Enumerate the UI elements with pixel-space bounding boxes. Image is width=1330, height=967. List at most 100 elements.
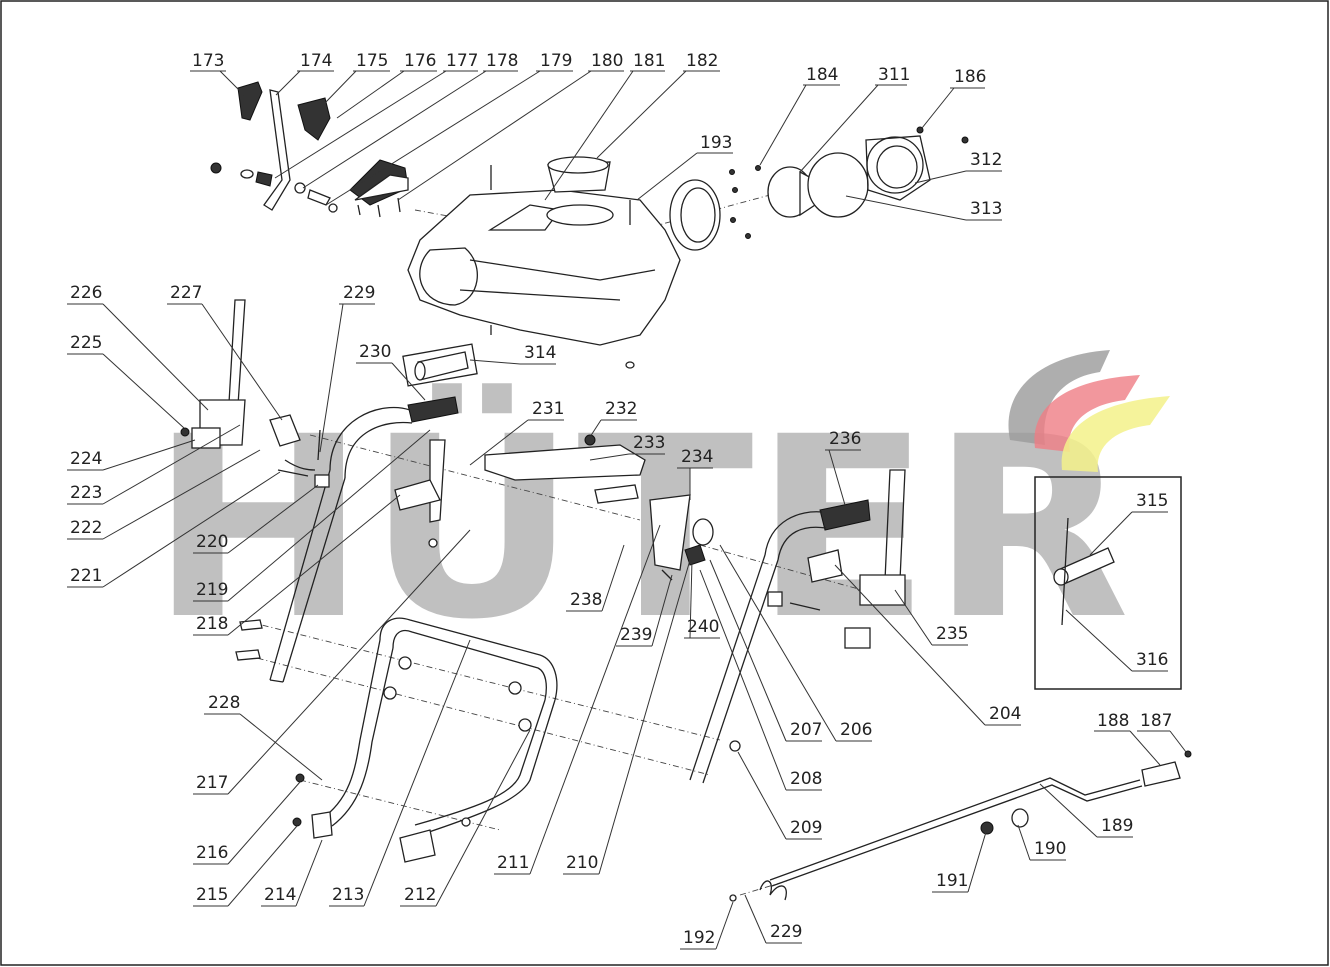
part-number-218: 218 (196, 614, 228, 634)
part-number-179: 179 (540, 51, 572, 71)
part-number-176: 176 (404, 51, 436, 71)
part-number-236: 236 (829, 429, 861, 449)
callout-233: 233 (589, 433, 665, 461)
part-number-312: 312 (970, 150, 1002, 170)
part-number-221: 221 (70, 566, 102, 586)
callout-180: 180 (397, 51, 624, 201)
callout-187: 187 (1137, 711, 1187, 753)
callout-235: 235 (894, 589, 968, 646)
part-number-193: 193 (700, 133, 732, 153)
detail-inset-frame (1034, 476, 1182, 690)
callout-188: 188 (1094, 711, 1161, 766)
part-number-235: 235 (936, 624, 968, 644)
part-number-180: 180 (591, 51, 623, 71)
callout-211: 211 (494, 524, 661, 875)
part-number-190: 190 (1034, 839, 1066, 859)
callout-312: 312 (914, 150, 1002, 184)
part-number-311: 311 (878, 65, 910, 85)
part-number-204: 204 (989, 704, 1021, 724)
callout-218: 218 (193, 494, 401, 636)
part-number-188: 188 (1097, 711, 1129, 731)
callout-181: 181 (544, 51, 665, 201)
callout-313: 313 (845, 195, 1002, 221)
dashboard-crossbar (484, 434, 714, 581)
part-number-209: 209 (790, 818, 822, 838)
part-number-207: 207 (790, 720, 822, 740)
callout-236: 236 (825, 429, 861, 506)
part-number-186: 186 (954, 67, 986, 87)
callout-217: 217 (193, 529, 471, 795)
callout-222: 222 (67, 449, 261, 540)
callout-315: 315 (1089, 491, 1168, 556)
callout-174: 174 (275, 51, 334, 96)
callout-231: 231 (469, 399, 564, 466)
part-number-174: 174 (300, 51, 332, 71)
part-number-238: 238 (570, 590, 602, 610)
part-number-229-bottom: 229 (770, 922, 802, 942)
inset-shear-pin-parts (1053, 517, 1115, 626)
callout-314: 314 (469, 343, 556, 365)
part-number-315: 315 (1136, 491, 1168, 511)
crank-rod-assembly (729, 750, 1192, 902)
callout-178: 178 (302, 51, 518, 189)
callout-190: 190 (1017, 824, 1066, 861)
part-number-225: 225 (70, 333, 102, 353)
part-number-314: 314 (524, 343, 556, 363)
part-number-191: 191 (936, 871, 968, 891)
callout-223: 223 (67, 424, 241, 505)
callout-238: 238 (566, 544, 625, 612)
part-number-234: 234 (681, 447, 713, 467)
callout-224: 224 (67, 439, 196, 471)
callout-221: 221 (67, 471, 281, 588)
part-number-215: 215 (196, 885, 228, 905)
part-number-178: 178 (486, 51, 518, 71)
part-number-229-top: 229 (343, 283, 375, 303)
light-assembly (669, 126, 969, 251)
part-number-227: 227 (170, 283, 202, 303)
callout-219: 219 (193, 429, 431, 602)
callout-226: 226 (67, 283, 209, 411)
callout-311: 311 (799, 65, 910, 173)
callout-206: 206 (719, 544, 872, 742)
callout-176: 176 (336, 51, 437, 119)
part-number-212: 212 (404, 885, 436, 905)
callout-175: 175 (323, 51, 390, 105)
callout-229-bottom: 229 (744, 894, 802, 944)
callout-179: 179 (325, 51, 573, 206)
callout-229-top: 229 (319, 283, 375, 453)
left-upper-handle (180, 299, 459, 683)
callout-239: 239 (616, 574, 673, 647)
part-number-173: 173 (192, 51, 224, 71)
callout-213: 213 (329, 639, 471, 907)
lower-handle-frame (235, 617, 741, 863)
callout-193: 193 (636, 133, 733, 201)
part-number-210: 210 (566, 853, 598, 873)
callout-230: 230 (356, 342, 426, 401)
callout-208: 208 (699, 569, 822, 791)
part-number-226: 226 (70, 283, 102, 303)
callout-186: 186 (921, 67, 986, 129)
callout-214: 214 (261, 839, 323, 907)
callout-225: 225 (67, 333, 185, 429)
callout-191: 191 (932, 831, 987, 893)
housing-body (407, 156, 681, 369)
part-number-189: 189 (1101, 816, 1133, 836)
part-number-175: 175 (356, 51, 388, 71)
callout-216: 216 (193, 781, 301, 865)
part-number-232: 232 (605, 399, 637, 419)
part-number-222: 222 (70, 518, 102, 538)
part-number-219: 219 (196, 580, 228, 600)
right-upper-handle (689, 469, 906, 784)
callout-182: 182 (596, 51, 720, 159)
part-number-216: 216 (196, 843, 228, 863)
callout-212: 212 (400, 729, 531, 907)
callout-215: 215 (193, 825, 298, 907)
callout-184: 184 (759, 65, 840, 166)
part-number-230: 230 (359, 342, 391, 362)
callout-227: 227 (167, 283, 283, 421)
part-number-181: 181 (633, 51, 665, 71)
part-number-187: 187 (1140, 711, 1172, 731)
part-number-208: 208 (790, 769, 822, 789)
callout-240: 240 (684, 559, 720, 639)
